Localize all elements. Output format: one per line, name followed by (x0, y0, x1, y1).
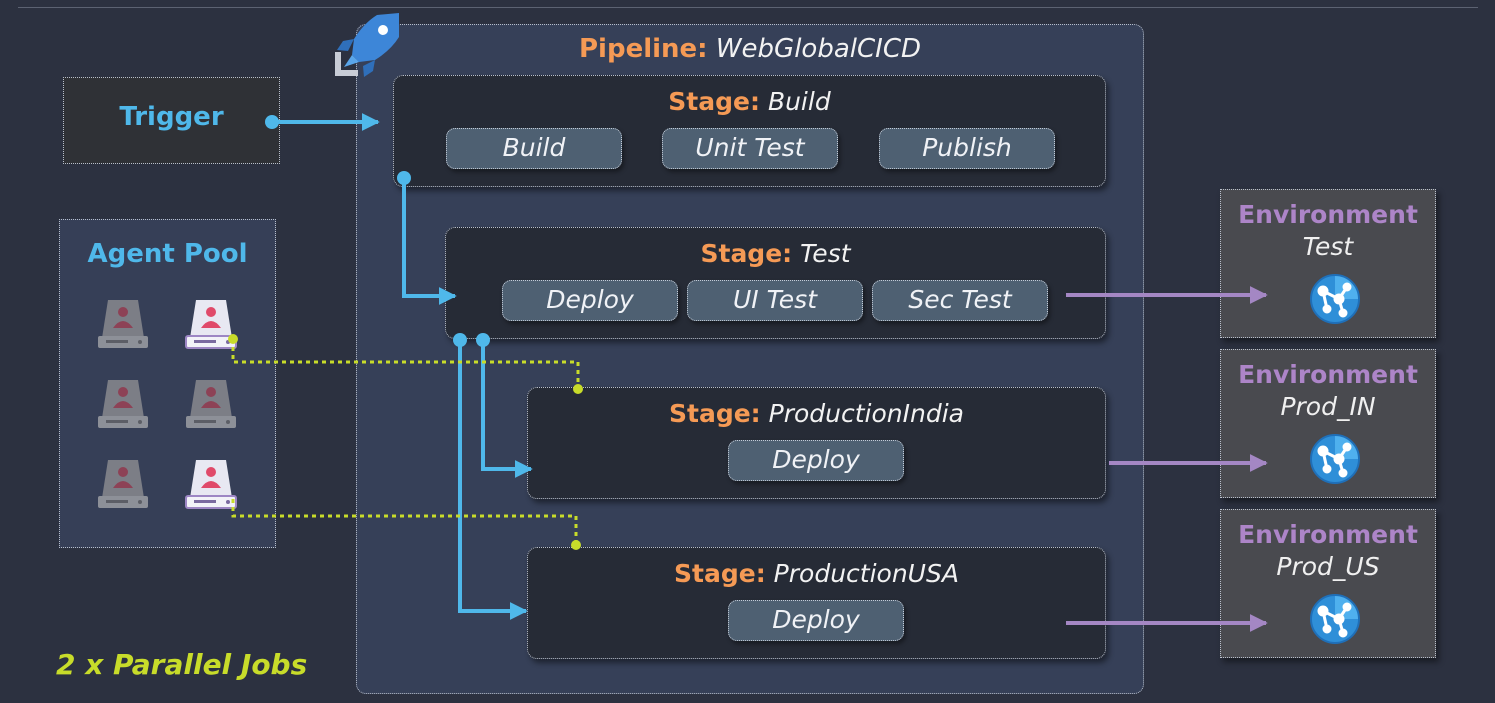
stage-build-title: Stage: Build (394, 87, 1105, 116)
stage-keyword: Stage: (674, 559, 766, 588)
parallel-jobs-caption: 2 x Parallel Jobs (56, 648, 308, 681)
stage-name: ProductionIndia (768, 399, 964, 428)
stage-production-india-title: Stage: ProductionIndia (528, 399, 1105, 428)
trigger-label: Trigger (119, 102, 224, 132)
trigger-box[interactable]: Trigger (63, 77, 280, 164)
environment-test[interactable]: Environment Test (1220, 189, 1436, 338)
environment-prod-us[interactable]: Environment Prod_US (1220, 509, 1436, 658)
top-divider (18, 7, 1478, 8)
agent-link-production-usa (231, 499, 581, 550)
azure-web-app-icon (1310, 274, 1360, 324)
job-build[interactable]: Build (446, 128, 622, 169)
pipeline-keyword: Pipeline: (579, 34, 708, 64)
trigger-to-build-arrow (265, 113, 380, 131)
stage-name: Test (800, 239, 851, 268)
pipeline-name: WebGlobalCICD (715, 34, 921, 64)
stage-keyword: Stage: (700, 239, 793, 268)
environment-label: Environment (1238, 360, 1418, 389)
server-agent-icon (98, 460, 148, 508)
azure-web-app-icon (1310, 434, 1360, 484)
pipeline-title: Pipeline: WebGlobalCICD (357, 34, 1143, 64)
agent-link-production-india (228, 334, 583, 394)
job-deploy[interactable]: Deploy (728, 600, 904, 641)
stage-build[interactable]: Stage: Build Build Unit Test Publish (393, 75, 1106, 187)
server-agent-icon (186, 380, 236, 428)
stage-keyword: Stage: (669, 399, 761, 428)
stage-production-india[interactable]: Stage: ProductionIndia Deploy (527, 387, 1106, 499)
job-deploy[interactable]: Deploy (502, 280, 678, 321)
environment-prod-in[interactable]: Environment Prod_IN (1220, 349, 1436, 498)
job-deploy[interactable]: Deploy (728, 440, 904, 481)
environment-name: Prod_US (1276, 552, 1380, 581)
agent-pool-label: Agent Pool (87, 239, 248, 269)
server-agent-icon (185, 300, 237, 349)
job-unit-test[interactable]: Unit Test (662, 128, 838, 169)
test-to-production-india-arrow (476, 333, 533, 478)
test-to-production-usa-arrow (453, 333, 528, 620)
stage-name: Build (767, 87, 831, 116)
job-sec-test[interactable]: Sec Test (872, 280, 1048, 321)
azure-pipelines-rocket-icon (335, 13, 399, 77)
agent-pool-box[interactable]: Agent Pool (59, 219, 276, 548)
stage-test[interactable]: Stage: Test Deploy UI Test Sec Test (445, 227, 1106, 339)
environment-name: Prod_IN (1280, 392, 1376, 421)
server-agent-icon (98, 300, 148, 348)
stage-production-usa[interactable]: Stage: ProductionUSA Deploy (527, 547, 1106, 659)
build-to-test-arrow (397, 171, 457, 305)
stage-name: ProductionUSA (773, 559, 959, 588)
server-agent-icon (185, 460, 237, 509)
environment-name: Test (1302, 232, 1354, 261)
stage-production-usa-title: Stage: ProductionUSA (528, 559, 1105, 588)
stage-keyword: Stage: (668, 87, 760, 116)
environment-label: Environment (1238, 520, 1418, 549)
stage-test-title: Stage: Test (446, 239, 1105, 268)
azure-web-app-icon (1310, 594, 1360, 644)
server-agent-icon (98, 380, 148, 428)
job-publish[interactable]: Publish (879, 128, 1055, 169)
environment-label: Environment (1238, 200, 1418, 229)
job-ui-test[interactable]: UI Test (687, 280, 863, 321)
